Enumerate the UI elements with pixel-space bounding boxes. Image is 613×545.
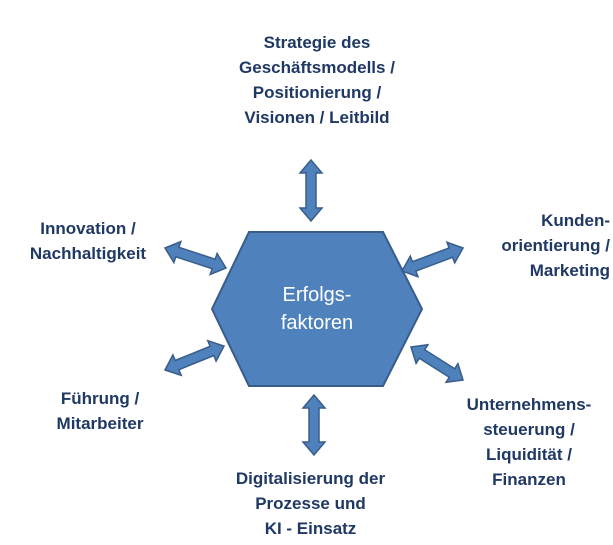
factor-customer-line-1: Kunden-	[541, 211, 610, 230]
factor-controlling-line-3: Liquidität /	[486, 445, 572, 464]
factor-leadership-label: Führung / Mitarbeiter	[30, 386, 170, 436]
factor-strategy-label: Strategie des Geschäftsmodells / Positio…	[212, 30, 422, 130]
arrow-leadership	[163, 339, 226, 377]
factor-customer-line-2: orientierung /	[501, 236, 610, 255]
factor-controlling-line-4: Finanzen	[492, 470, 566, 489]
arrow-innovation	[163, 240, 228, 276]
factor-strategy-line-4: Visionen / Leitbild	[244, 108, 390, 127]
factor-digitalization-label: Digitalisierung der Prozesse und KI - Ei…	[208, 466, 413, 541]
factor-controlling-label: Unternehmens- steuerung / Liquidität / F…	[450, 392, 608, 492]
center-hexagon	[210, 231, 424, 387]
arrow-controlling	[410, 343, 464, 384]
arrow-strategy	[298, 158, 324, 223]
center-label-line-2: faktoren	[280, 312, 354, 334]
factor-innovation-label: Innovation / Nachhaltigkeit	[8, 216, 168, 266]
factor-controlling-line-1: Unternehmens-	[466, 395, 592, 414]
arrows-group	[163, 158, 465, 457]
factor-strategy-line-1: Strategie des	[263, 33, 371, 52]
factor-strategy-line-2: Geschäftsmodells /	[239, 58, 395, 77]
factor-strategy-line-3: Positionierung /	[252, 83, 382, 102]
center-label-line-1: Erfolgs-	[282, 284, 352, 306]
center-label: Erfolgs- faktoren	[262, 281, 372, 337]
factor-innovation-line-1: Innovation /	[40, 219, 136, 238]
factor-leadership-line-1: Führung /	[60, 389, 140, 408]
factor-leadership-line-2: Mitarbeiter	[56, 414, 144, 433]
factor-digitalization-line-1: Digitalisierung der	[235, 469, 386, 488]
factor-digitalization-line-3: KI - Einsatz	[264, 519, 357, 538]
factor-customer-label: Kunden- orientierung / Marketing	[470, 208, 610, 283]
factor-customer-line-3: Marketing	[529, 261, 610, 280]
arrow-customer	[400, 241, 465, 278]
factor-controlling-line-2: steuerung /	[483, 420, 575, 439]
factor-innovation-line-2: Nachhaltigkeit	[29, 244, 147, 263]
arrow-digitalization	[301, 393, 327, 457]
factor-digitalization-line-2: Prozesse und	[255, 494, 366, 513]
